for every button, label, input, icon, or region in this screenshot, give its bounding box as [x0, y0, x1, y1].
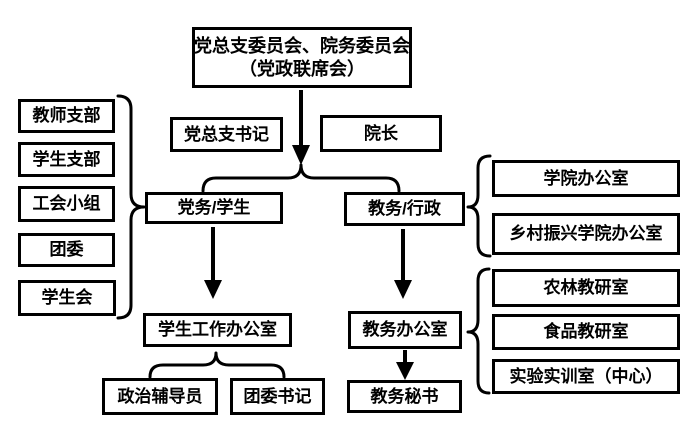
- box-student-branch: 学生支部: [18, 142, 115, 177]
- box-academic-admin-branch: 教务/行政: [344, 192, 465, 226]
- box-college-office: 学院办公室: [492, 160, 680, 197]
- brace-teaching-offices: [466, 267, 491, 395]
- youth-league-label: 团委: [49, 240, 84, 260]
- brace-admin-offices: [466, 154, 492, 258]
- brace-branch-split: [201, 163, 401, 193]
- academic-secretary-label: 教务秘书: [370, 386, 439, 406]
- box-teacher-branch: 教师支部: [18, 99, 115, 133]
- arrow-office-to-secretary: [396, 350, 414, 380]
- rural-revitalization-office-label: 乡村振兴学院办公室: [509, 224, 663, 244]
- academic-admin-branch-label: 教务/行政: [368, 199, 441, 219]
- political-counselor-label: 政治辅导员: [117, 386, 203, 406]
- box-political-counselor: 政治辅导员: [102, 378, 218, 415]
- box-youth-league-secretary: 团委书记: [230, 378, 325, 415]
- arrow-party-to-student-office: [204, 227, 222, 299]
- dean-label: 院长: [364, 123, 398, 143]
- box-youth-league: 团委: [18, 233, 115, 267]
- box-top-committee: 党总支委员会、院务委员会 （党政联席会）: [192, 27, 412, 88]
- arrow-admin-to-academic-office: [394, 229, 412, 299]
- box-academic-office: 教务办公室: [348, 311, 462, 349]
- top-committee-line2: （党政联席会）: [239, 58, 365, 79]
- box-academic-secretary: 教务秘书: [347, 380, 462, 413]
- box-student-union: 学生会: [18, 280, 116, 316]
- food-teaching-office-label: 食品教研室: [543, 322, 629, 342]
- party-student-branch-label: 党务/学生: [177, 198, 251, 218]
- box-rural-revitalization-office: 乡村振兴学院办公室: [492, 213, 680, 255]
- box-food-teaching-office: 食品教研室: [492, 314, 680, 350]
- youth-league-secretary-label: 团委书记: [243, 386, 312, 406]
- agroforestry-teaching-office-label: 农林教研室: [543, 278, 629, 298]
- teacher-branch-label: 教师支部: [32, 106, 101, 126]
- college-office-label: 学院办公室: [543, 168, 629, 188]
- box-dean: 院长: [320, 115, 442, 152]
- union-group-label: 工会小组: [32, 194, 101, 214]
- top-committee-line1: 党总支委员会、院务委员会: [194, 36, 410, 56]
- lab-training-center-label: 实验实训室（中心）: [509, 366, 663, 386]
- student-branch-label: 学生支部: [32, 149, 101, 169]
- box-lab-training-center: 实验实训室（中心）: [492, 359, 680, 394]
- party-branch-secretary-label: 党总支书记: [184, 124, 269, 144]
- arrow-top-to-branches: [292, 90, 310, 165]
- student-work-office-label: 学生工作办公室: [158, 320, 277, 340]
- box-student-work-office: 学生工作办公室: [143, 313, 292, 347]
- box-party-student-branch: 党务/学生: [145, 192, 283, 224]
- box-agroforestry-teaching-office: 农林教研室: [492, 269, 680, 307]
- box-union-group: 工会小组: [18, 186, 115, 222]
- student-union-label: 学生会: [41, 288, 93, 308]
- brace-student-office-split: [148, 351, 286, 379]
- academic-office-label: 教务办公室: [362, 320, 448, 340]
- box-party-branch-secretary: 党总支书记: [170, 117, 283, 152]
- brace-left-column: [116, 94, 146, 320]
